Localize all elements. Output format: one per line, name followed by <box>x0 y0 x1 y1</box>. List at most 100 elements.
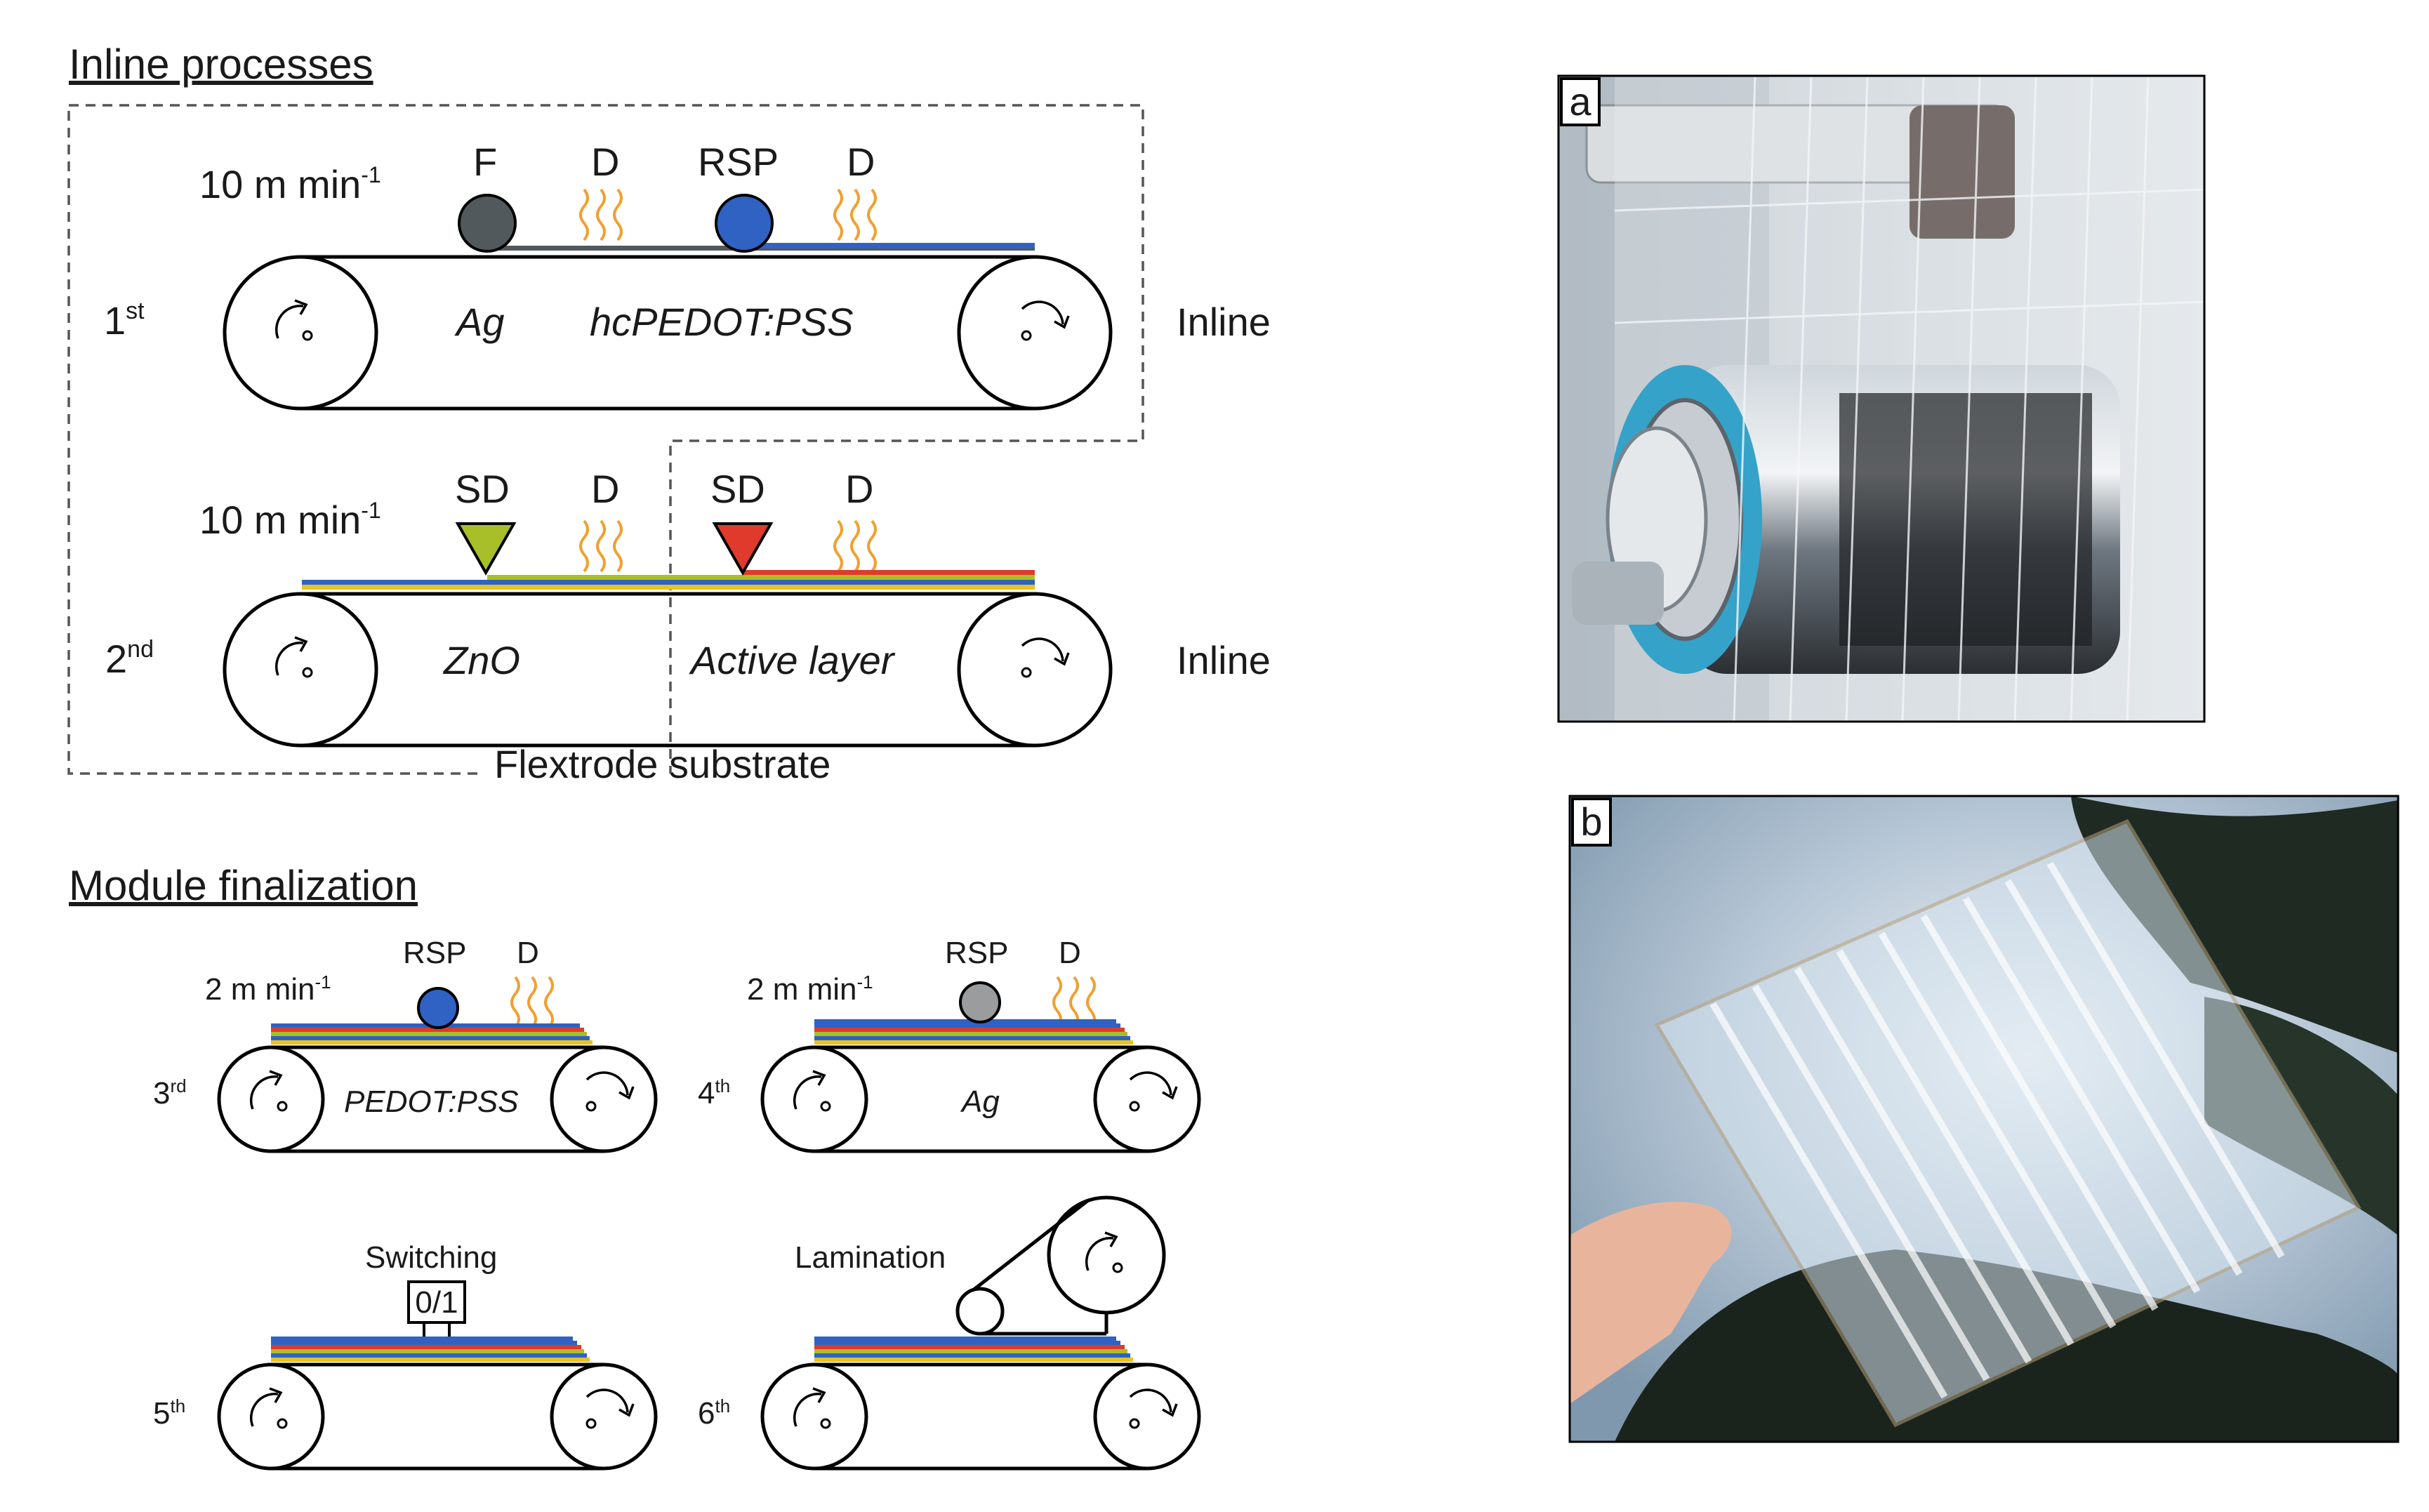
roller-left <box>223 592 378 748</box>
dry-label: D <box>517 936 539 970</box>
lamination-nip-roller <box>955 1287 1005 1336</box>
pedot-layer <box>814 1023 1120 1028</box>
material-zno: ZnO <box>442 638 520 682</box>
module-finalization-heading: Module finalization <box>69 862 418 909</box>
flexo-roller <box>458 194 517 253</box>
step-5-label: 5th <box>153 1395 185 1431</box>
roller-right <box>550 1362 658 1471</box>
switching-label: Switching <box>365 1240 497 1275</box>
step-4-label: 4th <box>698 1075 730 1110</box>
slot-die-head <box>455 522 517 576</box>
lamination-foil-roll <box>1047 1195 1166 1315</box>
material-hcpedot: hcPEDOT:PSS <box>590 300 854 344</box>
photo-a: a <box>1557 74 2206 723</box>
heat-icon <box>510 976 554 1029</box>
inline-label: Inline <box>1177 638 1271 682</box>
lamination-label: Lamination <box>795 1240 946 1275</box>
step-2-label: 2nd <box>105 636 154 681</box>
tool-f-label: F <box>473 140 497 184</box>
pedot-layer <box>271 1036 590 1040</box>
roller-right <box>957 592 1113 748</box>
pedot-layer <box>302 580 1035 585</box>
zno-layer <box>271 1349 584 1353</box>
step-1: 10 m min-1 1st F D RSP D Ag hcPEDOT:PSS … <box>104 140 1271 411</box>
rotary-screen-roller <box>715 194 774 253</box>
zno-layer <box>814 1032 1127 1036</box>
ag-layer <box>814 1040 1133 1045</box>
zno-layer <box>487 575 1035 580</box>
pedot-layer <box>271 1353 587 1358</box>
pedot-layer <box>271 1023 580 1028</box>
pedot-layer <box>814 1353 1130 1358</box>
ag-layer <box>302 585 1035 590</box>
inline-processes-heading: Inline processes <box>69 41 373 88</box>
hcpedot-layer <box>744 243 1035 248</box>
pedot-layer <box>814 1341 1120 1345</box>
active-layer <box>271 1028 584 1032</box>
roller-right <box>1093 1045 1201 1153</box>
panel-b-label-box <box>1571 797 1612 847</box>
zno-layer <box>271 1032 587 1036</box>
ag-layer <box>271 1040 593 1045</box>
pedot-layer <box>271 1341 577 1345</box>
step-3-label: 3rd <box>153 1075 187 1110</box>
material-active-layer: Active layer <box>689 638 896 682</box>
active-layer <box>814 1028 1125 1032</box>
heat-icon <box>833 188 877 241</box>
flextrode-label: Flextrode substrate <box>494 742 830 786</box>
step-5: 5th Switching 0/1 <box>153 1240 658 1471</box>
roller-left <box>217 1045 325 1153</box>
roller-right <box>1093 1362 1201 1471</box>
panel-b-label: b <box>1580 800 1602 844</box>
dry-label: D <box>591 140 619 184</box>
roller-right <box>957 255 1113 411</box>
inline-label: Inline <box>1177 300 1271 344</box>
rotary-screen-roller <box>417 987 459 1029</box>
tool-rsp-label: RSP <box>403 936 466 970</box>
active-layer <box>814 1345 1125 1349</box>
roller-left <box>223 255 378 411</box>
tool-rsp-label: RSP <box>945 936 1008 970</box>
speed-step-4: 2 m min-1 <box>747 971 873 1007</box>
switch-box-label: 0/1 <box>415 1285 458 1320</box>
heat-icon <box>833 519 877 573</box>
zno-layer <box>814 1349 1127 1353</box>
step-3: 2 m min-1 3rd RSP D PEDOT:PSS <box>153 936 658 1153</box>
pedot-layer <box>814 1019 1116 1023</box>
dry-label: D <box>847 140 875 184</box>
step-4: 2 m min-1 4th RSP D Ag <box>698 936 1201 1153</box>
roller-left <box>760 1045 868 1153</box>
step-6-label: 6th <box>698 1395 730 1431</box>
heat-icon <box>579 188 623 241</box>
step-6: 6th Lamination <box>698 1195 1201 1471</box>
ag-layer <box>814 1358 1133 1362</box>
step-2: 10 m min-1 2nd SD D SD D ZnO Active laye… <box>105 467 1271 786</box>
roller-left <box>217 1362 325 1471</box>
dry-label: D <box>845 467 873 511</box>
material-pedot: PEDOT:PSS <box>344 1085 519 1119</box>
inline-boundary <box>67 104 1144 775</box>
active-layer <box>271 1345 581 1349</box>
panel-a-label: a <box>1569 79 1591 124</box>
photo-b: b <box>1568 795 2400 1443</box>
tool-sd-label: SD <box>710 467 765 511</box>
roller-left <box>760 1362 868 1471</box>
panel-a-label-box <box>1560 77 1601 126</box>
silver-print-roller <box>959 981 1001 1023</box>
speed-step-2: 10 m min-1 <box>199 498 381 542</box>
heat-icon <box>579 519 623 573</box>
tool-rsp-label: RSP <box>698 140 779 184</box>
speed-step-3: 2 m min-1 <box>205 971 331 1007</box>
ag-grid-layer <box>271 1337 573 1341</box>
dry-label: D <box>591 467 619 511</box>
active-layer <box>743 570 1035 575</box>
material-ag: Ag <box>960 1085 1000 1119</box>
speed-step-1: 10 m min-1 <box>199 162 381 206</box>
foil-upper <box>972 1199 1090 1292</box>
switch-box <box>407 1280 466 1324</box>
slot-die-head <box>712 522 774 576</box>
ag-layer <box>271 1358 590 1362</box>
ag-grid-layer <box>814 1337 1116 1341</box>
tool-sd-label: SD <box>455 467 510 511</box>
